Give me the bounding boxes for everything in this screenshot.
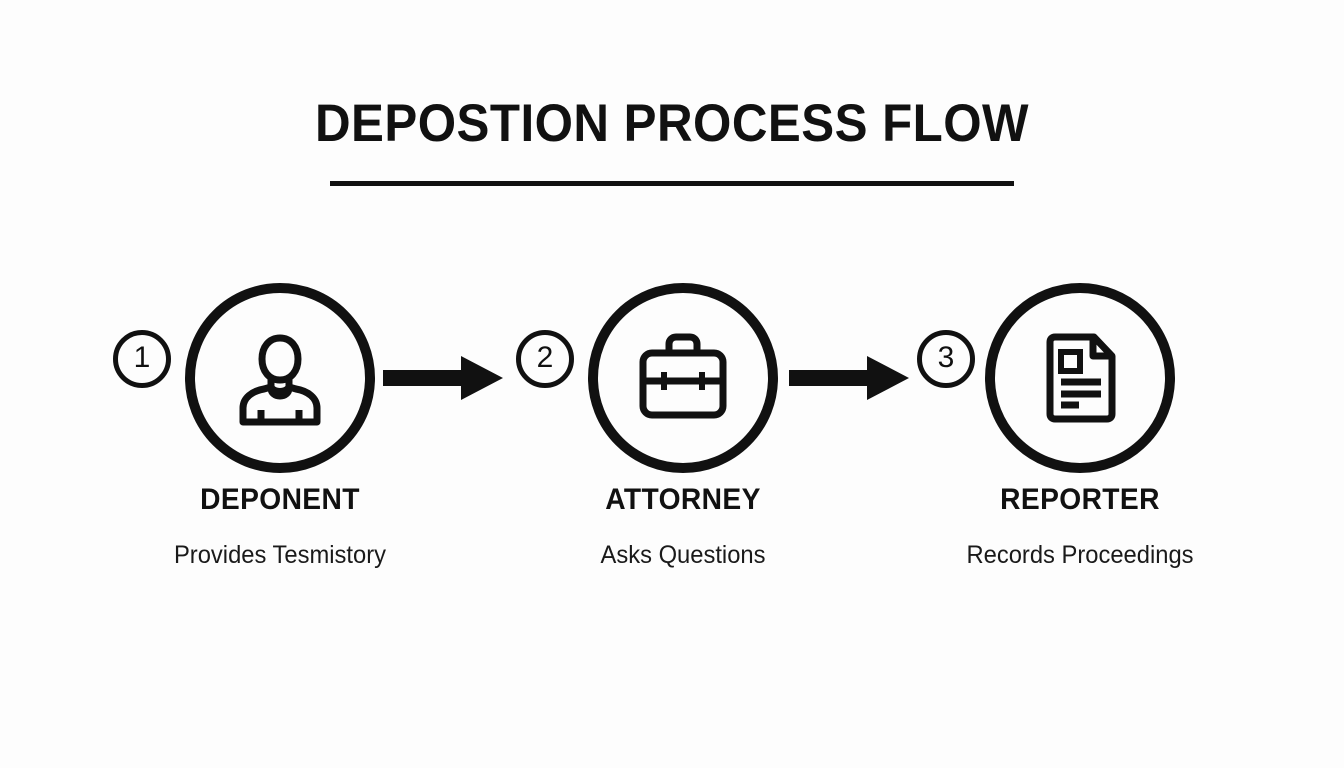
step-badge-1-number: 1 (133, 341, 151, 374)
node-circle-3 (985, 283, 1175, 473)
arrow-right-icon-2 (789, 356, 909, 400)
caption-subtitle-attorney: Asks Questions (600, 541, 766, 569)
briefcase-icon (639, 333, 727, 419)
caption-subtitle-deponent: Provides Tesmistory (173, 541, 387, 569)
step-badge-3: 3 (917, 330, 975, 388)
arrow-right-icon-1 (383, 356, 503, 400)
caption-reporter: REPORTER Records Proceedings (950, 483, 1210, 573)
process-node-attorney[interactable] (588, 283, 778, 473)
caption-title-reporter: REPORTER (1000, 483, 1160, 516)
caption-attorney: ATTORNEY Asks Questions (518, 483, 848, 573)
node-circle-1 (185, 283, 375, 473)
person-icon (239, 334, 321, 426)
caption-title-deponent: DEPONENT (200, 483, 360, 516)
step-badge-2-number: 2 (536, 341, 554, 374)
page-title-text: DEPOSTION PROCESS FLOW (314, 94, 1030, 153)
process-node-deponent[interactable] (185, 283, 375, 473)
title-underline (330, 181, 1014, 186)
step-badge-3-number: 3 (937, 341, 955, 374)
step-badge-2: 2 (516, 330, 574, 388)
caption-deponent: DEPONENT Provides Tesmistory (115, 483, 445, 573)
step-badge-1: 1 (113, 330, 171, 388)
caption-title-attorney: ATTORNEY (605, 483, 761, 516)
caption-subtitle-reporter: Records Proceedings (966, 541, 1194, 569)
process-flow-row: 1 2 (0, 283, 1344, 483)
process-node-reporter[interactable] (985, 283, 1175, 473)
document-icon (1046, 333, 1116, 423)
page-title: DEPOSTION PROCESS FLOW (0, 94, 1344, 186)
